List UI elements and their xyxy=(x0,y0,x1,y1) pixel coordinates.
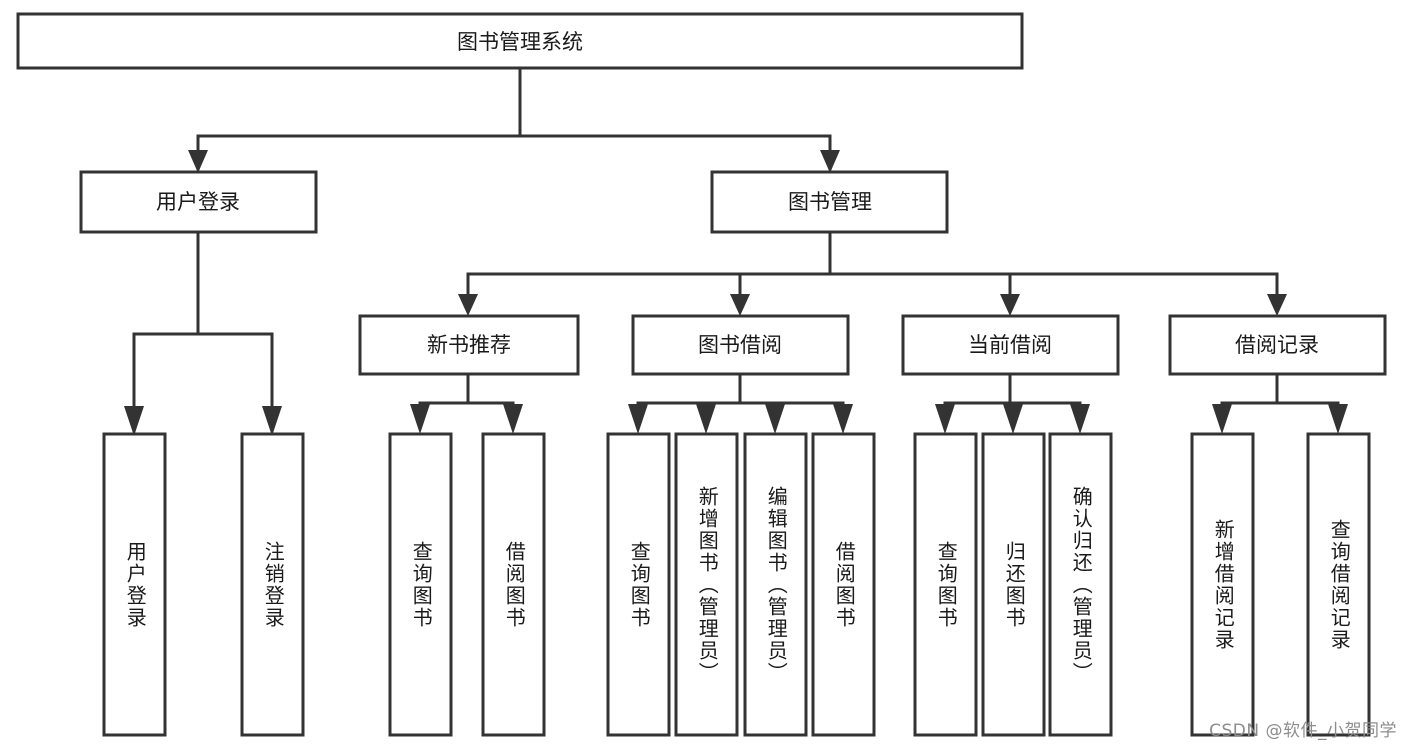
arrow-icon-bookborrow-leaf-1 xyxy=(628,404,648,434)
node-borrow-record-label: 借阅记录 xyxy=(1235,333,1319,357)
node-book-manage-label: 图书管理 xyxy=(788,190,872,214)
watermark-text: CSDN @软件_小贺同学 xyxy=(1209,721,1397,741)
node-root-box[interactable] xyxy=(16,12,1024,70)
leaf-box-add-record[interactable] xyxy=(1190,432,1255,737)
leaf-box-logout[interactable] xyxy=(240,432,305,737)
node-current-borrow-label: 当前借阅 xyxy=(968,333,1052,357)
leaf-box-query-book-a[interactable] xyxy=(388,432,453,737)
leaf-box-query-book-b[interactable] xyxy=(606,432,671,737)
leaf-box-user-login[interactable] xyxy=(102,432,167,737)
node-user-login-label: 用户登录 xyxy=(156,190,240,214)
node-user-login[interactable]: 用户登录 xyxy=(79,170,318,234)
node-root-label: 图书管理系统 xyxy=(457,30,583,54)
node-book-borrow-label: 图书借阅 xyxy=(698,333,782,357)
node-book-borrow-box[interactable] xyxy=(631,314,850,376)
arrow-icon-newbook-leaf-2 xyxy=(503,404,523,434)
arrow-icon-to-book-borrow xyxy=(730,294,750,316)
leaf-box-add-book[interactable] xyxy=(674,432,739,737)
node-current-borrow[interactable]: 当前借阅 xyxy=(901,314,1120,376)
leaf-box-borrow-book-b[interactable] xyxy=(811,432,876,737)
arrow-icon-currentborrow-leaf-1 xyxy=(935,404,955,434)
arrow-icon-currentborrow-leaf-2 xyxy=(1003,404,1023,434)
leaf-box-edit-book[interactable] xyxy=(743,432,808,737)
leaf-box-query-book-c[interactable] xyxy=(913,432,978,737)
node-new-book-recommend-box[interactable] xyxy=(358,314,580,376)
arrow-icon-bookborrow-leaf-2 xyxy=(696,404,716,434)
node-book-manage-box[interactable] xyxy=(710,170,949,234)
arrowhead-layer xyxy=(124,150,1348,436)
node-book-borrow[interactable]: 图书借阅 xyxy=(631,314,850,376)
arrow-icon-to-leaf-user-login xyxy=(124,406,144,436)
node-borrow-record[interactable]: 借阅记录 xyxy=(1168,314,1387,376)
arrow-icon-newbook-leaf-1 xyxy=(410,404,430,434)
leaf-box-query-record[interactable] xyxy=(1306,432,1371,737)
arrow-icon-to-book-manage xyxy=(820,150,840,173)
leaf-boxes-layer xyxy=(102,432,1371,737)
node-new-book-recommend-label: 新书推荐 xyxy=(427,333,511,357)
arrow-icon-bookborrow-leaf-4 xyxy=(833,404,853,434)
leaf-box-borrow-book-a[interactable] xyxy=(481,432,546,737)
arrow-icon-borrowrecord-leaf-2 xyxy=(1328,404,1348,434)
node-book-manage[interactable]: 图书管理 xyxy=(710,170,949,234)
node-user-login-box[interactable] xyxy=(79,170,318,234)
arrow-icon-to-borrow-record xyxy=(1267,294,1287,316)
arrow-icon-to-current-borrow xyxy=(1000,294,1020,316)
leaf-box-confirm-return[interactable] xyxy=(1048,432,1113,737)
arrow-icon-borrowrecord-leaf-1 xyxy=(1212,404,1232,434)
node-current-borrow-box[interactable] xyxy=(901,314,1120,376)
node-root[interactable]: 图书管理系统 xyxy=(16,12,1024,70)
arrow-icon-to-user-login xyxy=(188,150,208,173)
node-borrow-record-box[interactable] xyxy=(1168,314,1387,376)
arrow-icon-to-leaf-logout xyxy=(262,406,282,436)
arrow-icon-currentborrow-leaf-3 xyxy=(1070,404,1090,434)
arrow-icon-bookborrow-leaf-3 xyxy=(765,404,785,434)
node-new-book-recommend[interactable]: 新书推荐 xyxy=(358,314,580,376)
leaf-box-return-book[interactable] xyxy=(981,432,1046,737)
arrow-icon-to-new-book-recommend xyxy=(458,294,478,316)
